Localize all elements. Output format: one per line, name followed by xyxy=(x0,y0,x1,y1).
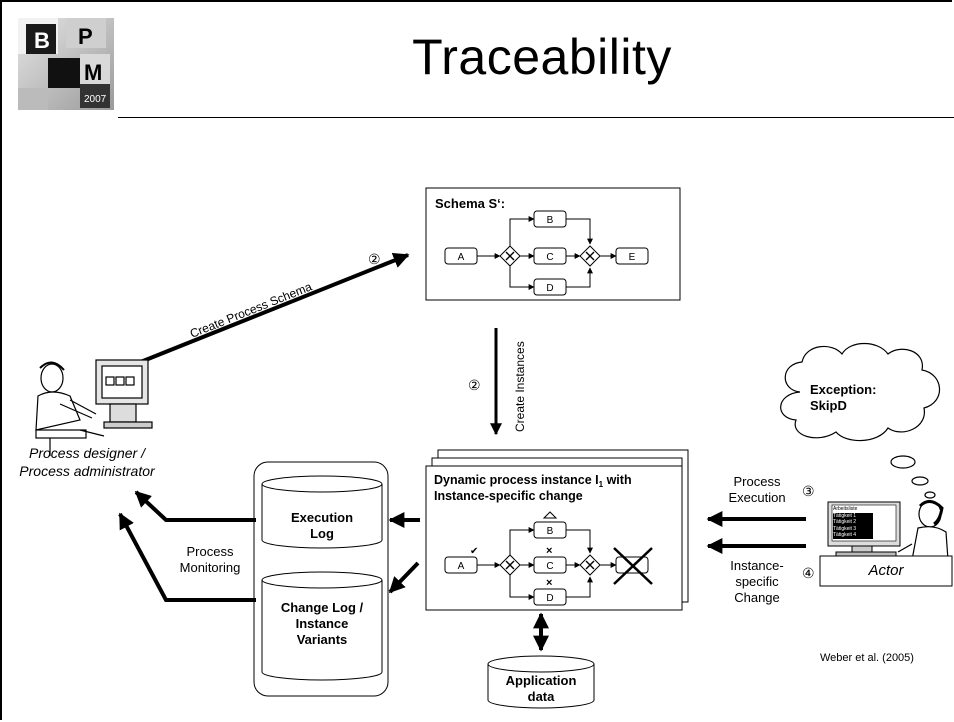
create-schema-label: Create Process Schema xyxy=(188,279,314,340)
svg-text:B: B xyxy=(547,526,554,537)
logs-container xyxy=(253,461,389,697)
monitoring-line1: Process xyxy=(186,544,234,559)
node-c-skip-icon: × xyxy=(546,545,552,557)
logo-letter-p: P xyxy=(78,24,93,49)
bpm-logo: B P M 2007 xyxy=(18,18,114,110)
thought-text: Exception: SkipD xyxy=(810,382,876,414)
execution-log-line2: Log xyxy=(310,526,334,541)
execution-log-line1: Execution xyxy=(290,510,354,525)
schema-join-gateway xyxy=(579,245,601,267)
schema-node-d xyxy=(533,278,567,296)
instance-node-a xyxy=(444,556,478,574)
logo-letter-m: M xyxy=(84,60,102,85)
svg-text:A: A xyxy=(458,252,465,263)
node-b-activated-icon xyxy=(542,511,558,519)
svg-text:C: C xyxy=(546,252,553,263)
process-execution-line2: Execution xyxy=(728,490,786,505)
schema-box: Schema S‘: A B C D E xyxy=(425,187,681,301)
application-data-label: Application data xyxy=(488,673,594,705)
svg-text:A: A xyxy=(458,561,465,572)
instance-node-d xyxy=(533,588,567,606)
application-data-line2: data xyxy=(527,689,555,704)
instance-title-line1: Dynamic process instance I1 with xyxy=(434,473,632,489)
svg-text:E: E xyxy=(629,252,636,263)
logo-letter-b: B xyxy=(34,28,50,53)
slide-title: Traceability xyxy=(412,29,672,85)
instance-split-gateway xyxy=(499,554,521,576)
create-instances-label: Create Instances xyxy=(513,341,527,432)
execution-log-cylinder xyxy=(261,475,383,549)
process-execution-line1: Process xyxy=(733,474,781,489)
worklist-item: Tätigkeit 3 xyxy=(833,525,873,532)
schema-node-b xyxy=(533,210,567,228)
monitoring-line2: Monitoring xyxy=(179,560,241,575)
instance-change-line2: specific xyxy=(735,574,779,589)
deleted-node-e xyxy=(613,547,653,585)
change-log-line1: Change Log / xyxy=(280,600,364,615)
node-a-check-icon: ✔ xyxy=(470,546,478,557)
application-data-line1: Application xyxy=(505,673,577,688)
schema-node-a xyxy=(444,247,478,265)
schema-split-gateway xyxy=(499,245,521,267)
svg-text:D: D xyxy=(546,593,553,604)
instance-to-change-log-arrow xyxy=(388,561,420,594)
step-4: ④ xyxy=(802,565,815,581)
monitoring-label: Process Monitoring xyxy=(170,544,250,576)
worklist-item: Arbeitsliste xyxy=(833,506,873,513)
logo-year: 2007 xyxy=(84,94,107,105)
change-log-label: Change Log / Instance Variants xyxy=(262,600,382,648)
instance-node-b xyxy=(533,521,567,539)
monitoring-arrow-lower xyxy=(118,512,256,602)
instance-join-gateway xyxy=(579,554,601,576)
worklist-item: Tätigkeit 4 xyxy=(833,532,873,539)
actor-worklist: Arbeitsliste Tätigkeit 1 Tätigkeit 2 Tät… xyxy=(833,506,873,539)
designer-label: Process designer / Process administrator xyxy=(2,444,172,480)
instance-change-label: Instance- specific Change xyxy=(712,558,802,606)
title-rule xyxy=(118,117,954,118)
instance-title-line2: Instance-specific change xyxy=(434,489,583,503)
instance-change-line1: Instance- xyxy=(730,558,784,573)
designer-label-line1: Process designer / xyxy=(29,445,145,461)
execution-log-label: Execution Log xyxy=(262,510,382,542)
schema-node-e xyxy=(615,247,649,265)
step-3: ③ xyxy=(802,483,815,499)
monitoring-arrow-upper xyxy=(134,490,256,522)
thought-line1: Exception: xyxy=(810,382,877,397)
instance-graph: A ✔ B C × D × xyxy=(444,511,653,606)
schema-title: Schema S‘: xyxy=(435,196,505,211)
citation: Weber et al. (2005) xyxy=(820,652,914,664)
svg-text:C: C xyxy=(546,561,553,572)
actor-person xyxy=(897,500,949,561)
instance-change-line3: Change xyxy=(734,590,780,605)
thought-cloud xyxy=(780,342,941,499)
worklist-item: Tätigkeit 1 xyxy=(833,512,873,519)
actor-label-box xyxy=(819,555,953,587)
actor-label: Actor xyxy=(868,562,904,579)
instance-stack xyxy=(425,449,689,611)
change-log-line3: Variants xyxy=(296,632,348,647)
thought-line2: SkipD xyxy=(810,398,847,413)
instance-node-c xyxy=(533,556,567,574)
application-data-cylinder xyxy=(487,655,595,709)
svg-text:B: B xyxy=(547,215,554,226)
svg-text:D: D xyxy=(546,283,553,294)
step-2-schema: ② xyxy=(368,251,381,267)
create-schema-arrow xyxy=(127,252,410,369)
process-designer-figure xyxy=(35,359,153,456)
process-execution-label: Process Execution xyxy=(712,474,802,506)
change-log-cylinder xyxy=(261,571,383,681)
designer-label-line2: Process administrator xyxy=(19,463,155,479)
worklist-item: Tätigkeit 2 xyxy=(833,519,873,526)
node-d-skip-icon: × xyxy=(546,577,552,589)
change-log-line2: Instance xyxy=(295,616,349,631)
step-2-instances: ② xyxy=(468,377,481,393)
schema-node-c xyxy=(533,247,567,265)
